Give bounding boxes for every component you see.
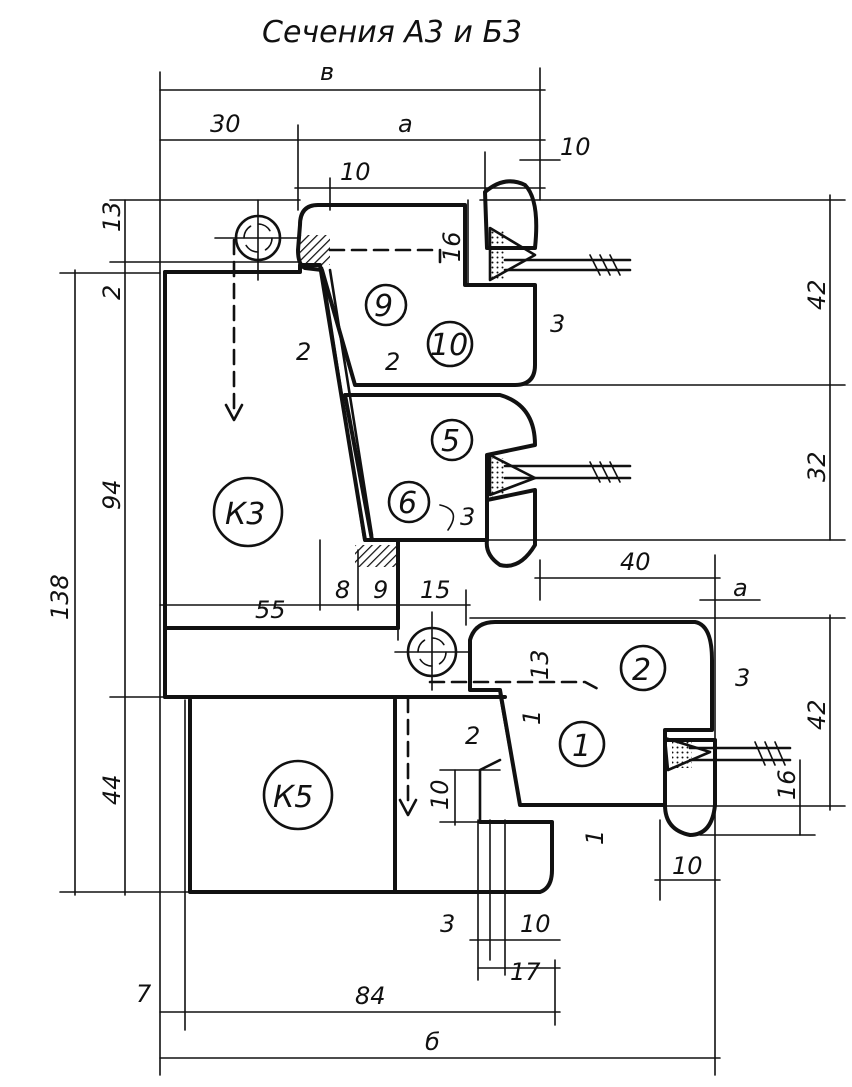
top-foam xyxy=(490,230,504,280)
dim-10-lower: 10 xyxy=(426,779,454,810)
part-1-label: 1 xyxy=(572,729,591,764)
drawing-title: Сечения А3 и Б3 xyxy=(262,15,522,50)
dim-8: 8 xyxy=(335,576,350,604)
dim-2-top: 2 xyxy=(98,285,126,300)
part-9-label: 9 xyxy=(374,289,393,324)
dim-10-bottom: 10 xyxy=(520,910,551,938)
part-10-label: 10 xyxy=(430,328,468,363)
top-profile xyxy=(214,179,632,422)
middle-profile xyxy=(343,393,632,568)
dim-55: 55 xyxy=(255,596,286,624)
part-9-circle xyxy=(364,283,408,327)
dim-3-lower: 3 xyxy=(735,664,750,692)
dim-2-mid: 2 xyxy=(385,348,400,376)
dim-13-top: 13 xyxy=(98,201,126,232)
k5-block xyxy=(188,693,612,894)
k5-label: К5 xyxy=(273,780,313,815)
dim-a-right: а xyxy=(733,574,748,602)
k5-circle xyxy=(262,759,334,831)
dim-3-bottom: 3 xyxy=(440,910,455,938)
dim-10-bottom-right: 10 xyxy=(672,852,703,880)
k3-seal-hatch xyxy=(355,545,397,567)
dim-9: 9 xyxy=(373,576,388,604)
dim-1-b: 1 xyxy=(581,830,609,845)
dim-32: 32 xyxy=(803,451,831,482)
dim-7: 7 xyxy=(136,980,152,1008)
dim-a-top: а xyxy=(398,110,413,138)
part-2-circle xyxy=(619,644,667,692)
dim-138: 138 xyxy=(46,574,74,620)
dim-17: 17 xyxy=(510,958,541,986)
part-labels: 9 10 5 6 К3 2 1 К5 xyxy=(212,283,667,831)
dim-42-top: 42 xyxy=(803,279,831,310)
k3-label: К3 xyxy=(225,497,265,532)
dimension-lines xyxy=(59,67,846,1076)
part-5-circle xyxy=(430,418,474,462)
dim-v: в xyxy=(320,58,334,86)
dim-84: 84 xyxy=(355,982,386,1010)
dimension-labels: в 30 а 10 10 13 2 16 42 3 2 2 94 32 138 … xyxy=(46,58,831,1056)
dim-40: 40 xyxy=(620,548,651,576)
top-seal-hatch xyxy=(300,235,330,265)
dim-10-top: 10 xyxy=(340,158,371,186)
part-6-label: 6 xyxy=(398,486,417,521)
dim-10-top-right: 10 xyxy=(560,133,591,161)
dim-2-lower: 2 xyxy=(465,722,480,750)
dim-44: 44 xyxy=(98,774,126,805)
part-10-circle xyxy=(426,320,474,368)
k3-circle xyxy=(212,476,284,548)
dim-1-a: 1 xyxy=(518,710,546,725)
dim-30: 30 xyxy=(210,110,241,138)
dim-3-mid: 3 xyxy=(460,503,475,531)
dim-16-top: 16 xyxy=(438,231,466,262)
part-2-label: 2 xyxy=(632,653,651,688)
dim-16-lower: 16 xyxy=(773,769,801,800)
dim-42-lower: 42 xyxy=(803,699,831,730)
part-1-circle xyxy=(558,720,606,768)
dim-3-top: 3 xyxy=(550,310,565,338)
dim-13-lower: 13 xyxy=(526,649,554,680)
dim-2-mid-left: 2 xyxy=(296,338,311,366)
dim-15: 15 xyxy=(420,576,451,604)
dim-b-bottom: б xyxy=(425,1028,440,1056)
part-6-circle xyxy=(387,480,431,524)
part-5-label: 5 xyxy=(441,424,460,459)
middle-foam xyxy=(490,458,504,498)
lower-profile xyxy=(394,611,792,837)
k3-block xyxy=(163,235,507,699)
dim-94: 94 xyxy=(98,479,126,510)
